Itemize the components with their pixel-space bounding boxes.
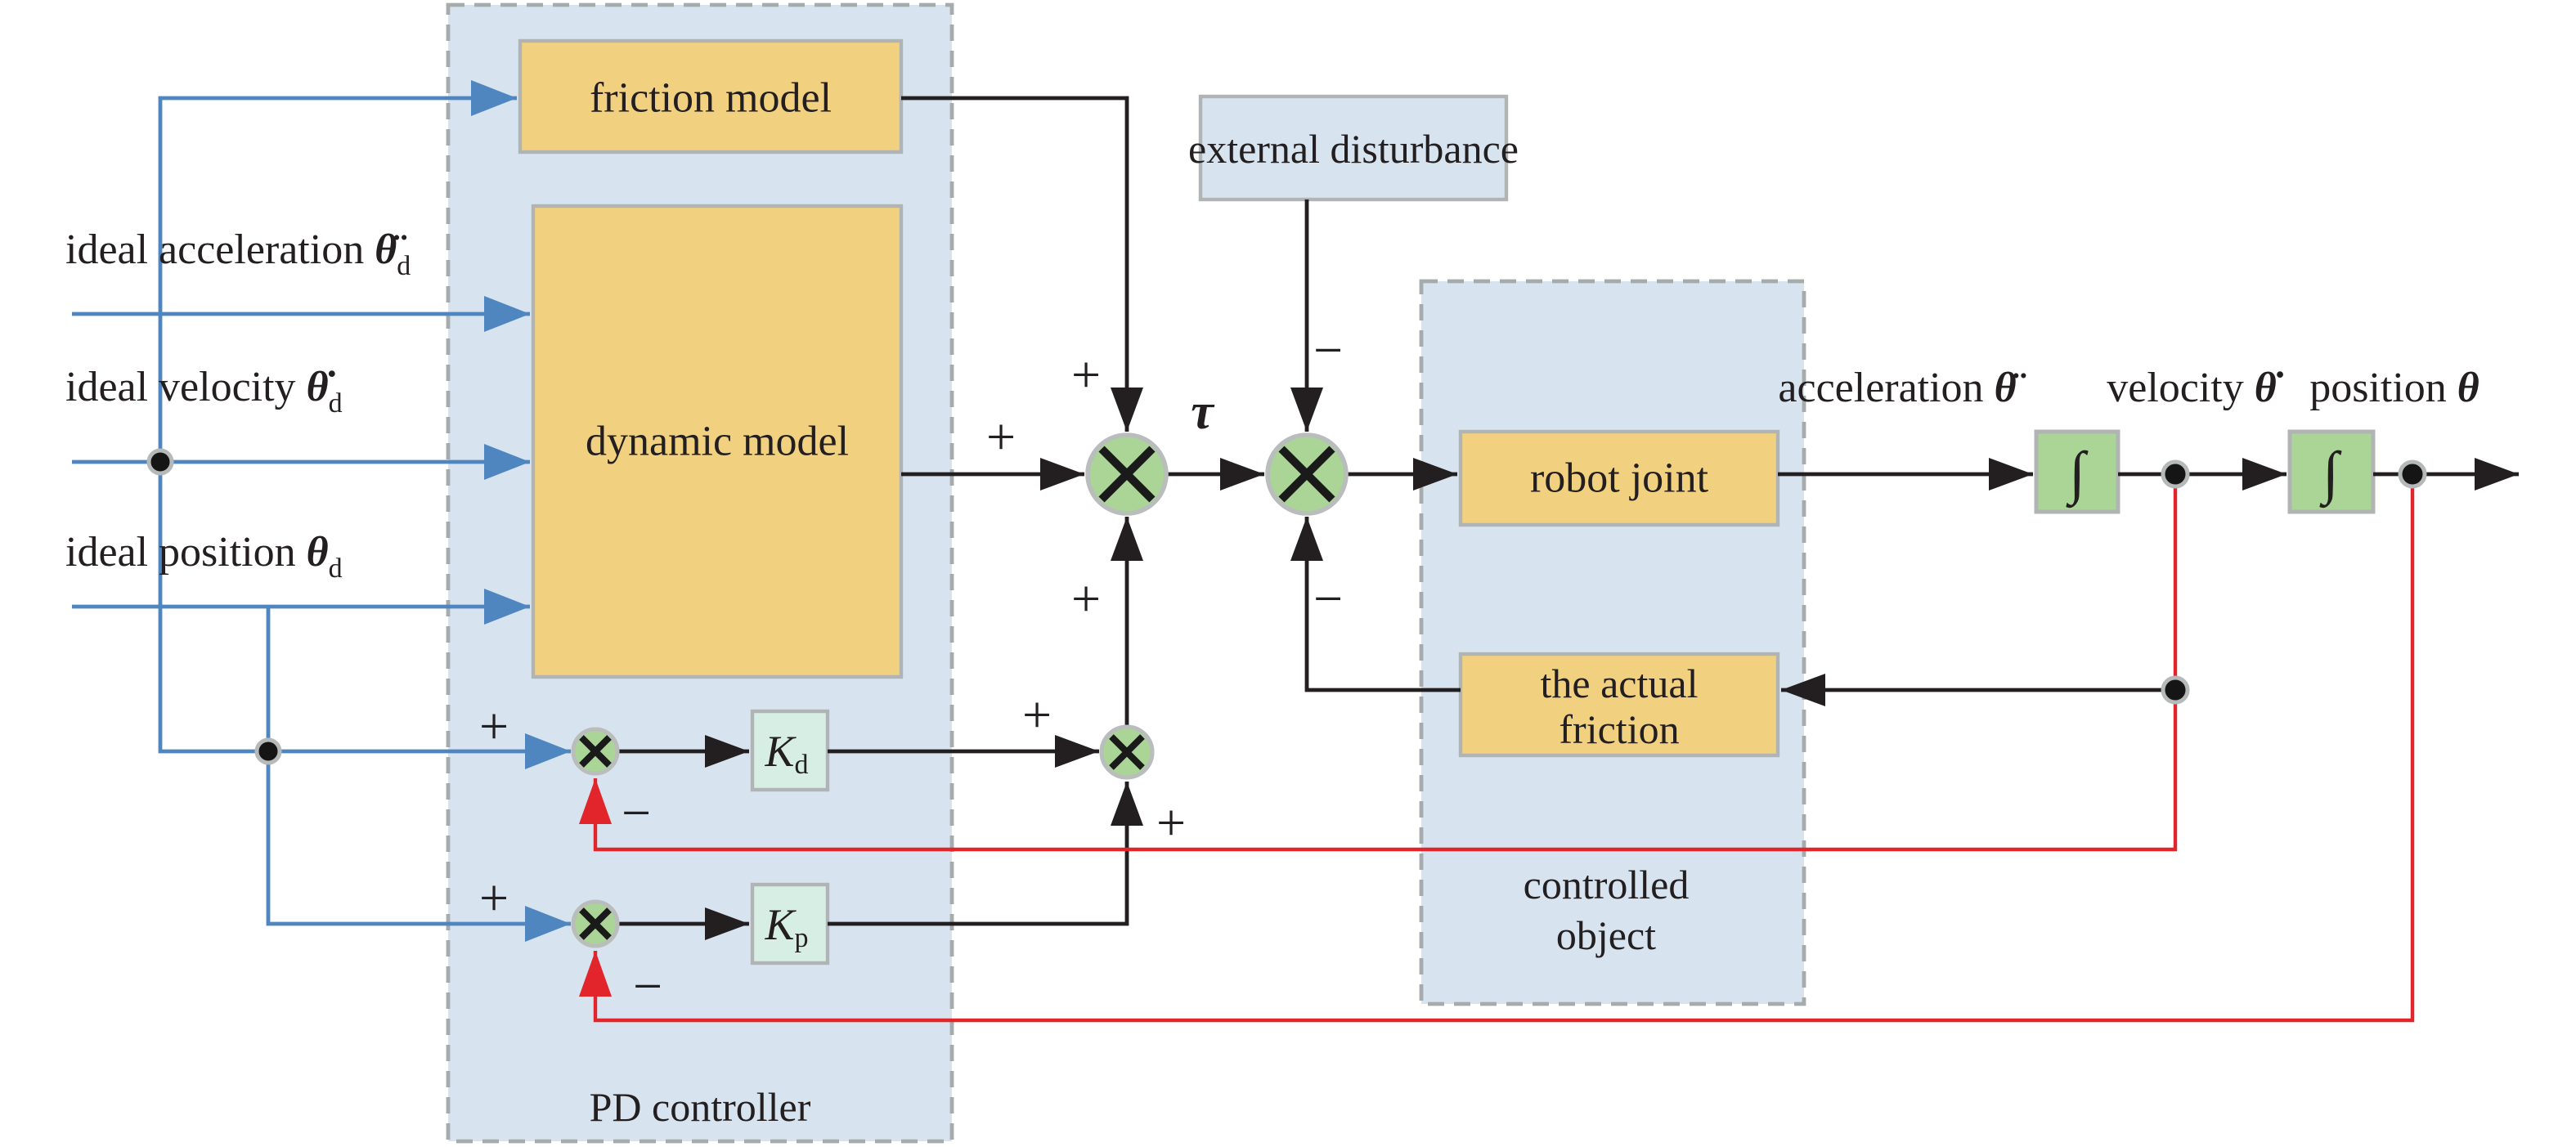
wire-position-to-error-sum <box>266 607 571 942</box>
sign-sum1-bottom: + <box>1071 570 1101 628</box>
robot-joint-label: robot joint <box>1530 455 1709 502</box>
position-output-label: position θ <box>2309 365 2480 411</box>
friction-model-box <box>518 38 904 155</box>
junction-dot-velocity-tap <box>2161 459 2190 489</box>
junction-dot-ideal-velocity <box>146 448 174 476</box>
ideal-position-label: ideal position θd <box>65 529 343 584</box>
friction-model-label: friction model <box>590 75 832 122</box>
kp-gain-box <box>750 882 830 966</box>
sign-position-error-minus: − <box>633 957 662 1015</box>
sum-position-error-cross-icon <box>579 907 612 940</box>
sum-disturbance-cross-icon <box>1278 446 1335 503</box>
sign-pd-sum-left: + <box>1022 686 1052 744</box>
sign-sum1-left: + <box>986 408 1016 466</box>
sign-velocity-error-minus: − <box>622 784 651 842</box>
acceleration-output-label: acceleration θ̈ <box>1778 365 2026 411</box>
summing-junctions <box>571 432 1349 948</box>
wire-velocity-to-error-sum <box>158 462 571 769</box>
sign-sum2-top: − <box>1313 321 1343 379</box>
junction-dots <box>146 448 2427 765</box>
kd-gain-box <box>750 709 830 792</box>
pd-controller-label: PD controller <box>590 1084 811 1130</box>
wire-friction-model-to-sum1 <box>901 96 1143 432</box>
sign-pd-sum-bottom: + <box>1156 794 1186 852</box>
controlled-object-label-line1: controlled <box>1524 862 1690 907</box>
wire-actual-friction-to-sum2 <box>1290 517 1461 692</box>
wire-position-feedback <box>579 474 2415 1023</box>
red-wires <box>579 474 2415 1023</box>
wire-velocity-feedback <box>579 474 2178 852</box>
sign-velocity-error-plus: + <box>479 697 509 755</box>
integrator-1-symbol: ∫ <box>2066 440 2089 509</box>
sum-pd-output-cross-icon <box>1109 734 1145 770</box>
sum-torque-cross-icon <box>1098 446 1156 503</box>
wire-velocity-to-friction-model <box>158 80 517 462</box>
ideal-velocity-label: ideal velocity θ̇d <box>65 364 343 419</box>
robot-joint-box <box>1458 429 1780 527</box>
torque-symbol-label: τ <box>1191 384 1215 440</box>
actual-friction-label-line1: the actual <box>1541 661 1699 706</box>
junction-dot-error-cross <box>254 737 282 765</box>
sign-position-error-plus: + <box>479 869 509 927</box>
junction-dot-friction-tap <box>2161 675 2190 705</box>
kd-gain-label: Kd <box>764 727 808 780</box>
controlled-object-label-line2: object <box>1556 912 1656 958</box>
junction-dot-position-tap <box>2398 459 2427 489</box>
integrator-2-symbol: ∫ <box>2319 440 2342 509</box>
velocity-output-label: velocity θ̇ <box>2107 365 2284 411</box>
sum-signs: + + + − − + − + − + + <box>479 321 1343 1015</box>
kp-gain-label: Kp <box>764 900 808 953</box>
sum-velocity-error-cross-icon <box>579 735 612 768</box>
external-disturbance-label: external disturbance <box>1188 126 1519 172</box>
actual-friction-label-line2: friction <box>1559 706 1679 752</box>
controlled-object-panel <box>1419 279 1806 1006</box>
sign-sum1-top: + <box>1071 346 1101 404</box>
dynamic-model-label: dynamic model <box>586 419 849 465</box>
ideal-acceleration-label: ideal acceleration θ̈d <box>65 226 411 281</box>
actual-friction-box <box>1458 652 1780 758</box>
external-disturbance-box <box>1198 94 1509 202</box>
dynamic-model-box <box>531 204 904 679</box>
sign-sum2-bottom: − <box>1313 570 1343 628</box>
blue-wires <box>72 80 571 942</box>
black-wires <box>617 96 2519 940</box>
integrator-2-box <box>2287 429 2376 514</box>
wire-kp-to-sum-pd <box>828 782 1143 926</box>
integrator-1-box <box>2034 429 2120 514</box>
